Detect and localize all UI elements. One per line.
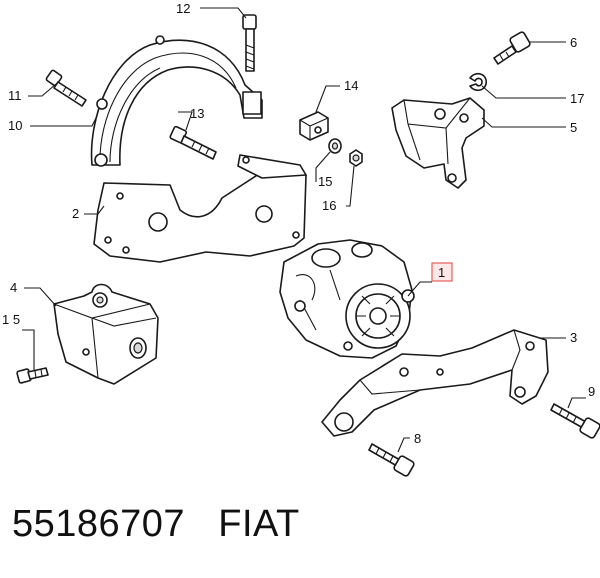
callout-10: 10 (8, 118, 22, 133)
callout-2: 2 (72, 206, 79, 221)
bolt-12-part (242, 14, 257, 72)
brand-name: FIAT (218, 503, 300, 545)
bolt-6-part (493, 31, 531, 65)
callout-1: 1 (438, 265, 445, 280)
callout-4: 4 (10, 280, 17, 295)
callout-5: 5 (570, 120, 577, 135)
callout-3: 3 (570, 330, 577, 345)
bolt-13-part (169, 125, 217, 160)
callout-15-lower: 1 5 (2, 312, 20, 327)
bolt-15-lower-part (16, 367, 49, 384)
callout-9: 9 (588, 384, 595, 399)
callout-8: 8 (414, 431, 421, 446)
callout-6: 6 (570, 35, 577, 50)
callout-16: 16 (322, 198, 336, 213)
support-bracket-part (321, 329, 549, 437)
clip-14-part (299, 111, 329, 141)
bolt-9-part (550, 403, 600, 439)
washer-15-part (328, 138, 342, 154)
callout-labels: 12 11 10 13 14 15 16 6 17 5 2 1 3 4 1 5 … (2, 1, 595, 446)
part-number: 55186707 (12, 503, 186, 545)
callout-13: 13 (190, 106, 204, 121)
bolt-8-part (368, 443, 415, 477)
mounting-plate-part (93, 154, 307, 263)
part-caption: 55186707 FIAT (12, 503, 300, 546)
engine-mount-part (53, 283, 159, 385)
steering-pump-part (279, 239, 415, 359)
bracket-5-part (391, 97, 485, 189)
callout-15-upper: 15 (318, 174, 332, 189)
callout-12: 12 (176, 1, 190, 16)
callout-11: 11 (8, 88, 22, 103)
callout-14: 14 (344, 78, 358, 93)
callout-17: 17 (570, 91, 584, 106)
callout-1-highlight-box (431, 262, 453, 282)
bolt-11-part (45, 69, 87, 107)
leader-lines (22, 7, 586, 453)
belt-guard-part (90, 35, 263, 167)
nut-16-part (349, 149, 363, 167)
